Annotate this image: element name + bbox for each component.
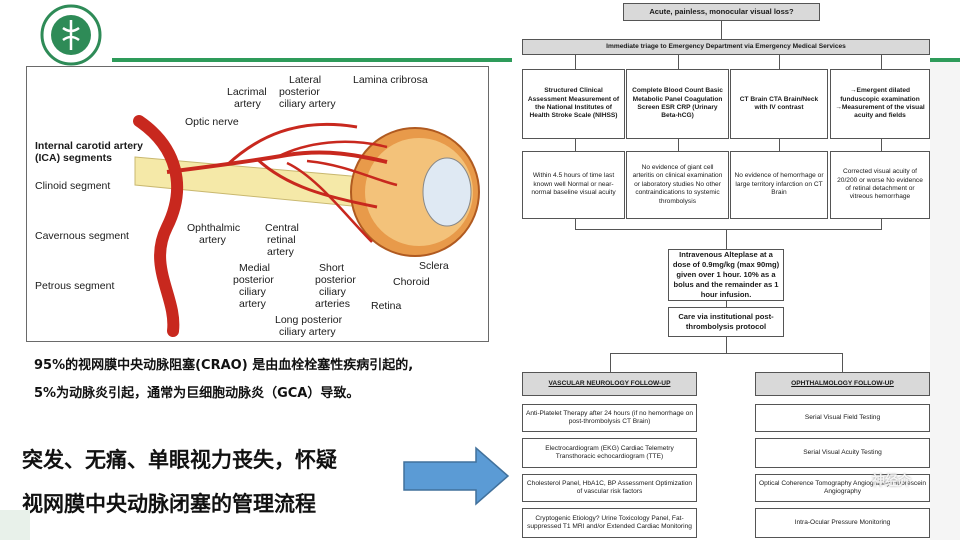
flow-top-question: Acute, painless, monocular visual loss? xyxy=(623,3,820,21)
connector xyxy=(678,139,679,151)
connector xyxy=(575,229,882,230)
connector xyxy=(721,21,722,39)
eye-anatomy-figure: Lamina cribrosa Lateral posterior ciliar… xyxy=(26,66,489,342)
label-choroid: Choroid xyxy=(393,276,430,288)
flow-oph-item: Optical Coherence Tomography Angiography… xyxy=(755,474,930,502)
label-ica: Internal carotid artery (ICA) segments xyxy=(35,140,146,164)
watermark: 神经介 xyxy=(872,474,912,489)
flow-triage: Immediate triage to Emergency Department… xyxy=(522,39,930,55)
label-cavernous: Cavernous segment xyxy=(35,230,129,242)
connector xyxy=(779,55,780,69)
flow-oph-item: Serial Visual Acuity Testing xyxy=(755,438,930,468)
connector xyxy=(779,139,780,151)
right-arrow-icon xyxy=(402,446,512,506)
connector xyxy=(610,353,611,372)
label-lamina: Lamina cribrosa xyxy=(353,74,428,86)
label-lacrimal: Lacrimal artery xyxy=(227,86,270,110)
caption-line-1: 95%的视网膜中央动脉阻塞(CRAO) 是由血栓栓塞性疾病引起的, xyxy=(34,358,414,373)
flow-col2-body: No evidence of giant cell arteritis on c… xyxy=(626,151,729,219)
flow-col4-head: →Emergent dilated funduscopic examinatio… xyxy=(830,69,930,139)
label-sclera: Sclera xyxy=(419,260,449,272)
connector xyxy=(575,55,576,69)
caption-line-2: 5%为动脉炎引起，通常为巨细胞动脉炎（GCA）导致。 xyxy=(34,386,360,401)
flow-col1-head: Structured Clinical Assessment Measureme… xyxy=(522,69,625,139)
flow-care: Care via institutional post-thrombolysis… xyxy=(668,307,784,337)
flow-ophthalmology-head: OPHTHALMOLOGY FOLLOW-UP xyxy=(755,372,930,396)
flow-vasc-item: Anti-Platelet Therapy after 24 hours (if… xyxy=(522,404,697,432)
flow-col3-head: CT Brain CTA Brain/Neck with IV contrast xyxy=(730,69,828,139)
connector xyxy=(881,55,882,69)
label-retina: Retina xyxy=(371,300,402,312)
flow-oph-item: Intra-Ocular Pressure Monitoring xyxy=(755,508,930,538)
header-band xyxy=(112,58,512,62)
right-margin xyxy=(930,62,960,540)
connector xyxy=(610,353,842,354)
flow-col3-body: No evidence of hemorrhage or large terri… xyxy=(730,151,828,219)
flow-col4-body: Corrected visual acuity of 20/200 or wor… xyxy=(830,151,930,219)
connector xyxy=(726,337,727,353)
label-medial-posterior: Medial posterior ciliary artery xyxy=(233,262,277,310)
label-long-posterior: Long posterior ciliary artery xyxy=(275,314,345,338)
flow-vascular-head: VASCULAR NEUROLOGY FOLLOW-UP xyxy=(522,372,697,396)
label-ophthalmic: Ophthalmic artery xyxy=(187,222,243,246)
label-central-retinal: Central retinal artery xyxy=(265,222,302,258)
connector xyxy=(678,55,679,69)
flow-col1-body: Within 4.5 hours of time last known well… xyxy=(522,151,625,219)
label-clinoid: Clinoid segment xyxy=(35,180,110,192)
connector xyxy=(575,219,576,229)
flow-vasc-item: Electrocardiogram (EKG) Cardiac Telemetr… xyxy=(522,438,697,468)
flow-alteplase: Intravenous Alteplase at a dose of 0.9mg… xyxy=(668,249,784,301)
flow-col2-head: Complete Blood Count Basic Metabolic Pan… xyxy=(626,69,729,139)
connector xyxy=(726,229,727,249)
connector xyxy=(575,139,576,151)
title-line-1: 突发、无痛、单眼视力丧失，怀疑 xyxy=(22,448,337,472)
connector xyxy=(881,219,882,229)
header-band-right xyxy=(930,58,960,62)
flow-vasc-item: Cryptogenic Etiology? Urine Toxicology P… xyxy=(522,508,697,538)
flow-oph-item: Serial Visual Field Testing xyxy=(755,404,930,432)
label-short-posterior: Short posterior ciliary arteries xyxy=(315,262,359,310)
connector xyxy=(842,353,843,372)
connector xyxy=(726,301,727,307)
title-line-2: 视网膜中央动脉闭塞的管理流程 xyxy=(22,492,316,516)
label-petrous: Petrous segment xyxy=(35,280,114,292)
hospital-logo xyxy=(38,4,104,66)
corner-decoration xyxy=(0,510,30,540)
flow-vasc-item: Cholesterol Panel, HbA1C, BP Assessment … xyxy=(522,474,697,502)
connector xyxy=(881,139,882,151)
label-optic-nerve: Optic nerve xyxy=(185,116,239,128)
label-lateral-posterior: Lateral posterior ciliary artery xyxy=(279,74,336,110)
